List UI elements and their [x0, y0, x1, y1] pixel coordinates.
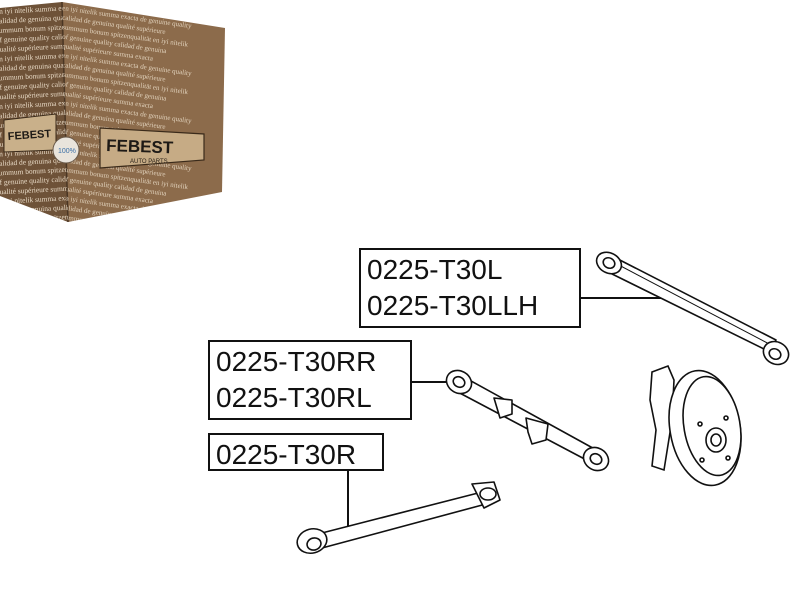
part-label-group-r: 0225-T30R: [208, 433, 384, 471]
brake-disc-face: [682, 375, 742, 477]
part-number: 0225-T30LLH: [367, 290, 539, 321]
product-box: en iyi nitelik summa exacta de genuine q…: [0, 1, 225, 268]
part-number: 0225-T30RR: [216, 346, 377, 377]
box-pattern-line: of genuine quality calidad de genuina: [62, 223, 168, 246]
box-pattern-line: calidad de genuina qualité supérieure: [0, 153, 107, 168]
box-edge: [61, 1, 69, 223]
box-pattern-line: qualité supérieure summa exacta: [0, 182, 93, 196]
part-number: 0225-T30R: [216, 439, 357, 470]
box-pattern-line: of genuine quality calidad de genuina: [0, 220, 108, 235]
arm-middle-bracket-b: [525, 417, 549, 445]
box-front-sub-text: AUTO PARTS: [130, 159, 168, 165]
box-pattern-line: qualité supérieure summa exacta: [0, 87, 93, 101]
arm-middle-bracket-a: [493, 397, 513, 419]
box-side-logo: FEBEST: [3, 113, 57, 153]
leader-lines: [347, 297, 672, 530]
box-front-logo: FEBEST AUTO PARTS: [99, 127, 205, 169]
part-number: 0225-T30RL: [216, 382, 372, 413]
box-pattern-line: summum bonum spitzenqualität en iyi nite…: [62, 213, 189, 239]
arm-upper-right: [595, 251, 790, 366]
part-number: 0225-T30L: [367, 254, 503, 285]
arm-lower-rod: [317, 491, 487, 549]
box-pattern-line: en iyi nitelik summa exacta de genuine q…: [62, 242, 193, 268]
arm-middle: [445, 369, 610, 472]
arm-lower: [296, 481, 501, 555]
box-side-brand-text: FEBEST: [7, 128, 51, 143]
brake-disc-assembly: [649, 364, 742, 487]
box-quality-badge: 100%: [52, 136, 80, 164]
part-label-group-l: 0225-T30L 0225-T30LLH: [359, 248, 581, 328]
box-badge-text: 100%: [58, 148, 76, 155]
knuckle: [649, 364, 675, 472]
box-front-brand-text: FEBEST: [106, 136, 174, 157]
part-label-group-rr: 0225-T30RR 0225-T30RL: [208, 340, 412, 420]
box-pattern-line: qualité supérieure summa exacta: [62, 232, 155, 253]
box-left-face: [0, 2, 68, 222]
box-pattern-line: calidad de genuina qualité supérieure: [0, 58, 107, 73]
box-pattern-line: qualité supérieure summa exacta: [0, 40, 93, 54]
box-pattern-line: calidad de genuina qualité supérieure: [0, 11, 107, 26]
